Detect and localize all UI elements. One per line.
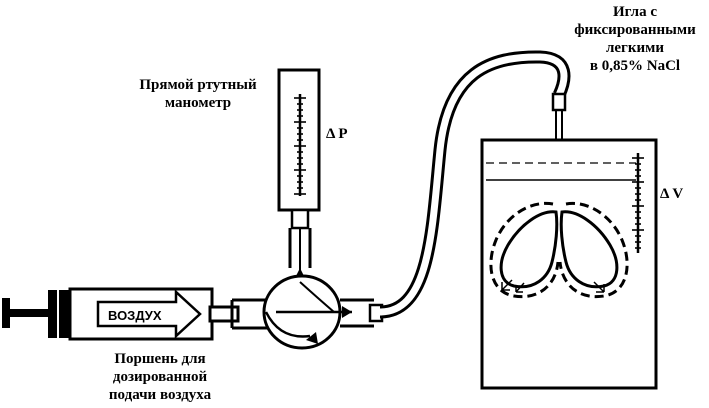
piston-label: Поршень для дозированной подачи воздуха [60,350,260,404]
manometer-scale [294,97,306,195]
manometer-label-line-1: Прямой ртутный [139,77,257,93]
syringe-plunger [2,290,70,338]
mercury-manometer [277,68,321,230]
manometer-stem [288,228,312,278]
manometer-label: Прямой ртутный манометр [118,76,278,112]
delta-v-label: Δ V [660,186,684,202]
saline-container [480,138,658,390]
inflated-lungs [489,201,629,299]
manometer-label-line-2: манометр [164,95,232,111]
delta-p-label: Δ P [326,126,348,142]
flexible-tube [379,50,571,319]
needle-label-line-1: Игла с [612,4,658,20]
air-label: ВОЗДУХ [108,308,162,323]
volume-scale [632,157,644,249]
three-way-valve [262,274,352,350]
needle-label-line-2: фиксированными [574,22,696,38]
piston-label-line-1: Поршень для [114,351,206,367]
piston-label-line-3: подачи воздуха [108,387,212,403]
piston-label-line-2: дозированной [112,369,208,385]
air-flow-arrow: ВОЗДУХ [96,289,202,339]
needle-label-line-3: легкими [605,40,665,56]
needle-label-line-4: в 0,85% NaCl [589,58,681,74]
inlet-pipe [230,298,268,330]
needle-label: Игла с фиксированными легкими в 0,85% Na… [560,3,709,75]
